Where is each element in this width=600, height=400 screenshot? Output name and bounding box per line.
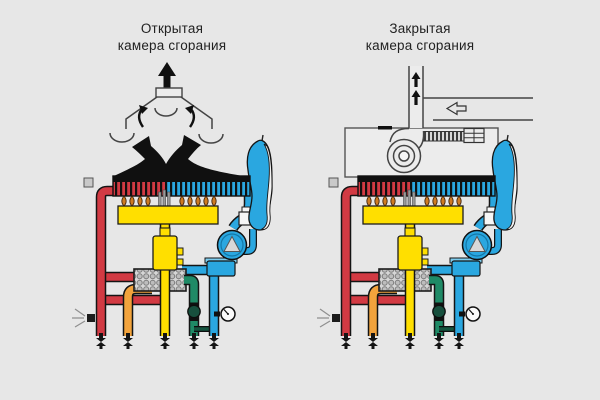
draft-hood <box>109 62 250 177</box>
closed-chamber-diagram <box>317 66 533 349</box>
title-line: Открытая <box>140 21 204 36</box>
hood-collar <box>155 87 183 98</box>
title-line: камера сгорания <box>365 38 475 53</box>
combustion-smoke <box>112 135 250 177</box>
open-chamber-diagram <box>72 62 272 349</box>
air-circulation-arrows <box>137 105 196 128</box>
coaxial-flue <box>408 66 533 144</box>
flue-duct <box>423 131 465 142</box>
flue-up-arrow <box>158 62 176 91</box>
exhaust-fan <box>386 127 425 174</box>
draft-break-arcs <box>109 107 224 144</box>
flue-terminal-grid <box>463 127 485 144</box>
title-closed-chamber: Закрытая камера сгорания <box>308 20 532 54</box>
title-open-chamber: Открытая камера сгорания <box>60 20 284 54</box>
title-line: камера сгорания <box>117 38 227 53</box>
air-intake-arrow <box>445 101 467 116</box>
title-line: Закрытая <box>389 21 451 36</box>
